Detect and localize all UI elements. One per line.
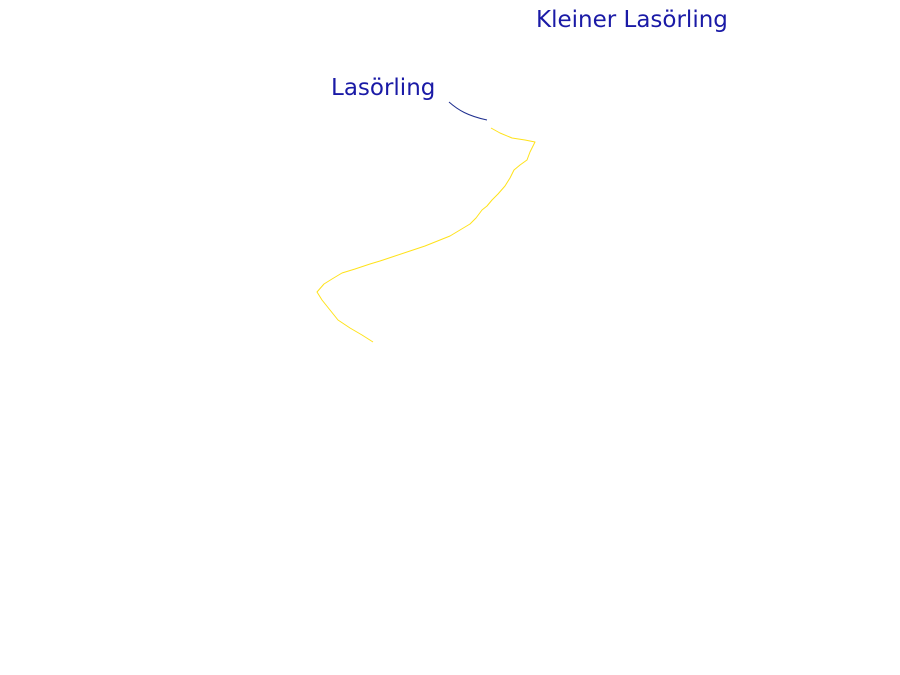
- hiking-route-line: [316, 127, 536, 343]
- peak-label-lasoerling: Lasörling: [331, 75, 436, 101]
- peak-label-kleiner-lasoerling: Kleiner Lasörling: [536, 7, 728, 33]
- summit-ridge-line: [448, 101, 488, 121]
